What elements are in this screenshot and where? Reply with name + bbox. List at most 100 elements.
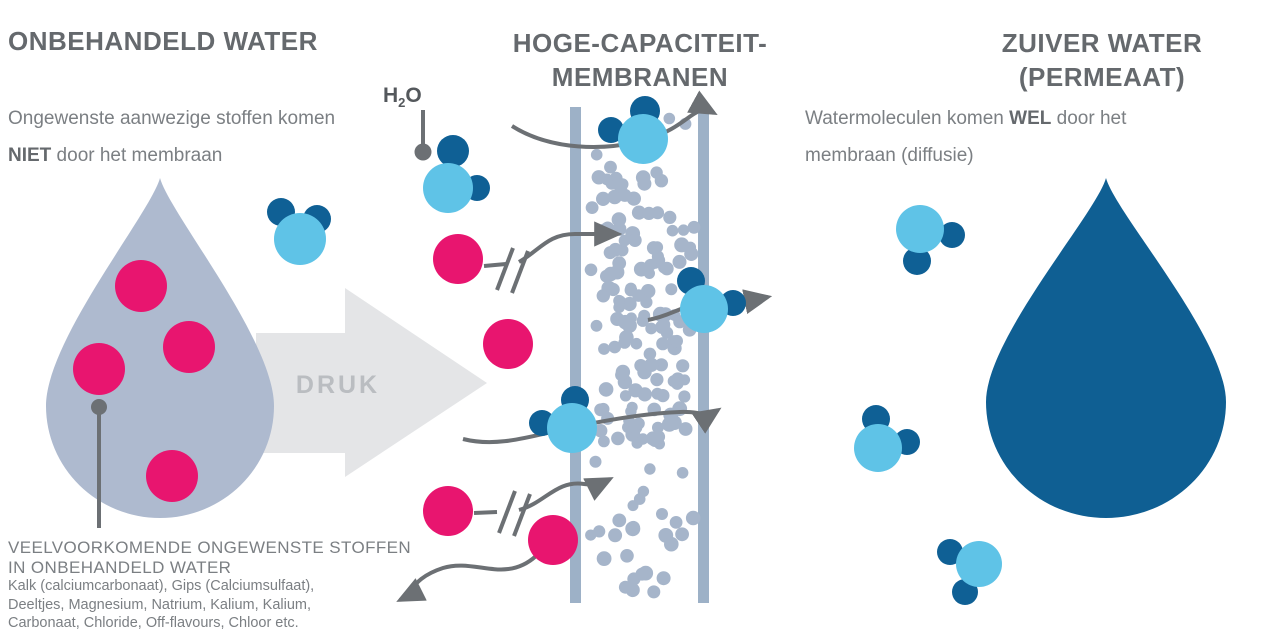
- oxygen-atom: [274, 213, 326, 265]
- callout-heading-line2: IN ONBEHANDELD WATER: [8, 558, 232, 577]
- blocked-arrow-lower-stem: [473, 510, 498, 515]
- membrane-dot: [637, 433, 649, 445]
- membrane-dot: [596, 289, 610, 303]
- membrane-title-line2: MEMBRANEN: [551, 62, 729, 92]
- untreated-desc-line1: Ongewenste aanwezige stoffen komen: [8, 108, 336, 129]
- membrane-dot: [628, 233, 642, 247]
- membrane-dot: [596, 191, 611, 206]
- membrane-dot: [613, 294, 625, 307]
- hydrogen-atom: [937, 539, 963, 565]
- blocked-arrow-lower-curve: [518, 477, 614, 512]
- membrane-dot: [594, 424, 608, 438]
- membrane-dot: [590, 148, 603, 161]
- untreated-water-description: Ongewenste aanwezige stoffen komen NIET …: [8, 100, 335, 174]
- membrane-dot: [608, 528, 623, 543]
- contaminant-callout-body: Kalk (calciumcarbonaat), Gips (Calciumsu…: [8, 577, 314, 633]
- membrane-dot: [652, 421, 664, 434]
- membrane-dot: [646, 241, 661, 255]
- membrane-dot: [676, 359, 690, 373]
- membrane-dot: [601, 173, 613, 186]
- membrane-dot: [598, 343, 610, 355]
- pure-water-title-line2: (PERMEAAT): [1018, 62, 1186, 92]
- blocked-arrow-upper-stem: [483, 262, 507, 268]
- membrane-dot: [607, 189, 622, 205]
- h2o-label: H2O: [383, 84, 422, 111]
- membrane-dot: [645, 322, 658, 335]
- membrane-dot: [637, 176, 652, 191]
- membrane-dot: [626, 401, 638, 413]
- membrane-dot: [654, 358, 669, 372]
- callout-body-line2: Deeltjes, Magnesium, Natrium, Kalium, Ka…: [8, 596, 311, 613]
- membrane-dot: [618, 188, 632, 202]
- oxygen-atom: [896, 205, 944, 253]
- callout-body-line1: Kalk (calciumcarbonaat), Gips (Calciumsu…: [8, 578, 315, 594]
- callout-heading-line1: VEELVOORKOMENDE ONGEWENSTE STOFFEN: [8, 538, 412, 557]
- membrane-dot: [667, 375, 680, 388]
- membrane-dot: [630, 337, 643, 350]
- hydrogen-atom: [598, 117, 624, 143]
- oxygen-atom: [423, 163, 473, 213]
- membrane-dot: [664, 536, 679, 552]
- membrane-title-line1: HOGE-CAPACITEIT-: [512, 28, 768, 58]
- h2o-pointer: [414, 110, 432, 161]
- membrane-dot: [618, 314, 633, 330]
- membrane-dot: [645, 431, 661, 446]
- water-molecule: [896, 205, 965, 275]
- contaminant-circle: [163, 321, 215, 373]
- membrane-dot: [632, 417, 645, 430]
- contaminants-in-drop: [73, 260, 215, 502]
- membrane-dot: [604, 160, 617, 174]
- block-slash: [512, 493, 532, 537]
- contaminant-callout-pointer: [91, 399, 107, 528]
- oxygen-atom: [854, 424, 902, 472]
- callout-body-line3: Carbonaat, Chloride, Off-flavours, Chloo…: [8, 615, 299, 631]
- membrane-title: HOGE-CAPACITEIT- MEMBRANEN: [440, 26, 840, 94]
- membrane-dot: [634, 359, 648, 372]
- block-slash: [495, 247, 515, 291]
- contaminant-callout-heading: VEELVOORKOMENDE ONGEWENSTE STOFFEN IN ON…: [8, 538, 411, 578]
- membrane-dot: [672, 254, 687, 269]
- membrane-dot: [589, 455, 602, 468]
- membrane-dot: [656, 337, 670, 351]
- membrane-dot: [663, 210, 677, 224]
- membrane-dot: [631, 205, 647, 220]
- reject-arrow-bottom: [396, 554, 538, 602]
- membrane-dot: [593, 525, 606, 538]
- pure-water-drop: [986, 178, 1226, 518]
- membrane-dot: [674, 237, 690, 253]
- membrane-dot: [624, 283, 638, 297]
- membrane-dot: [665, 283, 678, 296]
- oxygen-atom: [547, 403, 597, 453]
- membrane-dot: [608, 340, 621, 354]
- pure-desc-line1: Watermoleculen komen WEL door het: [805, 108, 1127, 129]
- membrane-dot: [628, 383, 643, 398]
- membrane-dot: [611, 431, 625, 446]
- hydrogen-atom: [437, 135, 469, 167]
- membrane-dot: [656, 571, 671, 586]
- membrane-dot: [678, 390, 691, 403]
- water-molecule: [423, 135, 490, 213]
- blocked-slashes: [495, 247, 532, 537]
- membrane-dot: [584, 263, 598, 277]
- membrane-dot: [651, 387, 664, 400]
- membrane-dot: [677, 224, 690, 236]
- contaminant-circle: [146, 450, 198, 502]
- membrane-dot: [612, 513, 627, 528]
- membrane-dot: [596, 551, 612, 566]
- membrane-dot: [619, 390, 632, 402]
- water-molecule: [529, 386, 597, 453]
- membrane-dot: [687, 220, 701, 234]
- membrane-dot: [618, 580, 632, 594]
- contaminant-circle: [433, 234, 483, 284]
- membrane-dot: [618, 234, 631, 247]
- membrane-dot: [670, 334, 684, 348]
- membrane-dot: [609, 264, 625, 280]
- membrane-dot: [615, 364, 631, 380]
- water-molecule: [937, 539, 1002, 605]
- pure-desc-line2: membraan (diffusie): [805, 145, 974, 166]
- membrane-dot: [603, 246, 617, 260]
- membrane-dot: [660, 326, 674, 339]
- oxygen-atom: [956, 541, 1002, 587]
- untreated-desc-line2: NIET door het membraan: [8, 145, 223, 166]
- membrane-dot: [675, 527, 689, 542]
